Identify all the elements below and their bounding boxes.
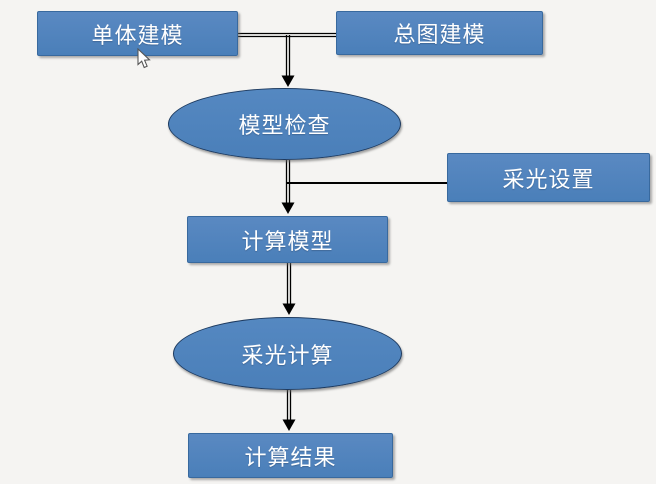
edge-model-check-to-calculation-model [281,160,295,214]
edge-daylighting-calculation-to-result [282,390,296,431]
edge-top-merge [238,32,337,38]
node-site-plan-modeling: 总图建模 [336,11,543,55]
node-site-plan-modeling-label: 总图建模 [393,22,486,47]
edge-calculation-model-to-daylighting-calculation [282,263,296,315]
edge-into-model-check [281,35,295,87]
node-single-modeling: 单体建模 [37,11,238,56]
node-calculation-model-label: 计算模型 [241,228,334,254]
node-daylighting-calculation: 采光计算 [173,317,402,390]
node-single-modeling-label: 单体建模 [91,22,184,48]
node-calculation-result-label: 计算结果 [244,444,337,470]
node-daylighting-settings: 采光设置 [447,153,650,202]
node-daylighting-calculation-label: 采光计算 [241,342,334,368]
node-calculation-model: 计算模型 [187,216,388,263]
node-calculation-result: 计算结果 [188,433,393,478]
node-daylighting-settings-label: 采光设置 [502,166,595,192]
node-model-check: 模型检查 [168,88,401,160]
node-model-check-label: 模型检查 [238,113,331,138]
